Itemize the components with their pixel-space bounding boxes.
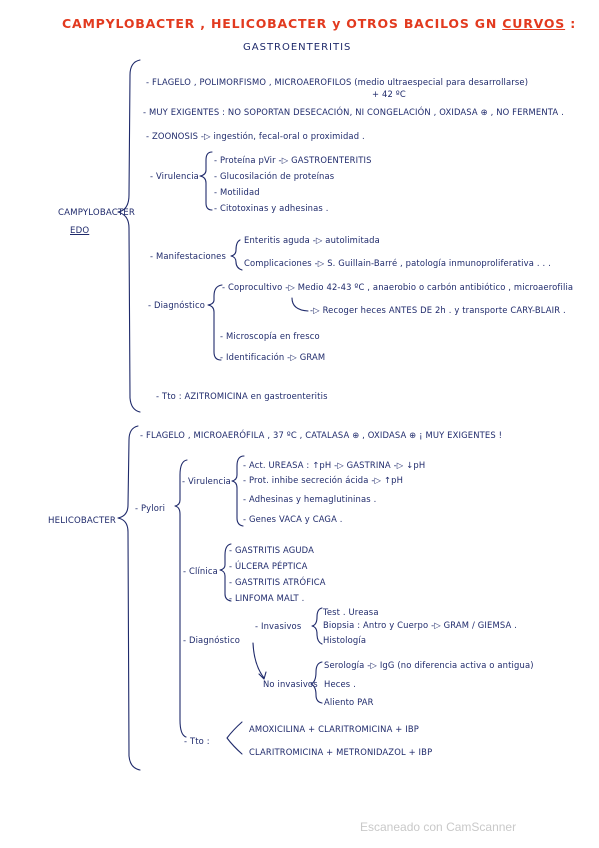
camp-diag-item-2: -▷ Recoger heces ANTES DE 2h . y transpo… [310,305,566,315]
hel-cli-item-2: - ÚLCERA PÉPTICA [229,561,308,571]
hel-diagnostico-arrow [252,642,265,679]
hel-invasivos-brace [311,607,323,645]
hel-vir-item-4: - Genes VACA y CAGA . [243,514,343,524]
campylobacter-label: CAMPYLOBACTER [58,208,136,218]
camp-diag-item-4: - Identificación -▷ GRAM [220,352,326,362]
hel-vir-item-1: - Act. UREASA : ↑pH -▷ GASTRINA -▷ ↓pH [243,460,426,470]
camp-vir-item-4: - Citotoxinas y adhesinas . [214,203,329,213]
hel-tto-item-2: CLARITROMICINA + METRONIDAZOL + IBP [249,747,433,757]
camp-zoonosis-line: - ZOONOSIS -▷ ingestión, fecal-oral o pr… [146,131,365,141]
hel-inv-item-3: Histología [323,635,367,645]
camp-man-item-2: Complicaciones -▷ S. Guillain-Barré , pa… [244,258,551,268]
hel-diagnostico-label: - Diagnóstico [183,635,240,645]
camp-tto-line: - Tto : AZITROMICINA en gastroenteritis [156,391,328,401]
hel-tto-label: - Tto : [184,736,210,746]
helicobacter-main-bracket [117,425,141,771]
camp-manifestaciones-label: - Manifestaciones [150,251,226,261]
hel-tto-item-1: AMOXICILINA + CLARITROMICINA + IBP [249,724,419,734]
hel-tto-brace [226,721,243,755]
camp-virulencia-brace [199,151,213,211]
document-title: CAMPYLOBACTER , HELICOBACTER y OTROS BAC… [62,16,576,31]
campylobacter-main-bracket [117,59,141,413]
title-part-1: CAMPYLOBACTER , HELICOBACTER y OTROS BAC… [62,16,503,31]
camp-diagnostico-brace [207,284,223,361]
camp-vir-item-2: - Glucosilación de proteínas [214,171,335,181]
hel-ni-item-3: Aliento PAR [324,697,374,707]
title-part-2: CURVOS [502,16,566,31]
hel-clinica-brace [219,543,232,602]
hel-cli-item-4: - LINFOMA MALT . [229,593,305,603]
hel-virulencia-brace [231,455,245,527]
camp-coprocultivo-arrow [291,297,309,312]
hel-inv-item-2: Biopsia : Antro y Cuerpo -▷ GRAM / GIEMS… [323,620,517,630]
camp-manifestaciones-brace [230,239,243,271]
hel-flagelo-line: - FLAGELO , MICROAERÓFILA , 37 ºC , CATA… [140,430,503,440]
helicobacter-label: HELICOBACTER [48,516,117,526]
camp-diag-item-3: - Microscopía en fresco [220,331,320,341]
hel-ni-item-2: Heces . [324,679,356,689]
hel-pylori-label: - Pylori [135,503,166,513]
camscanner-watermark: Escaneado con CamScanner [360,820,517,834]
hel-cli-item-3: - GASTRITIS ATRÓFICA [229,577,326,587]
camp-flagelo-line: - FLAGELO , POLIMORFISMO , MICROAEROFILO… [146,77,529,87]
camp-vir-item-1: - Proteína pVir -▷ GASTROENTERITIS [214,155,372,165]
hel-no-invasivos-brace [310,661,323,704]
hel-cli-item-1: - GASTRITIS AGUDA [229,545,314,555]
hel-virulencia-label: - Virulencia [182,476,231,486]
camp-man-item-1: Enteritis aguda -▷ autolimitada [244,235,380,245]
campylobacter-edo-label: EDO [70,226,90,236]
camp-diagnostico-label: - Diagnóstico [148,300,205,310]
camp-gastroenteritis-heading: GASTROENTERITIS [243,42,352,53]
hel-invasivos-label: - Invasivos [255,621,302,631]
camp-vir-item-3: - Motilidad [214,187,260,197]
camp-exigentes-line: - MUY EXIGENTES : NO SOPORTAN DESECACIÓN… [143,107,564,117]
hel-vir-item-3: - Adhesinas y hemaglutininas . [243,494,377,504]
hel-no-invasivos-label: No invasivos [263,679,318,689]
hel-pylori-brace [174,459,188,738]
hel-vir-item-2: - Prot. inhibe secreción ácida -▷ ↑pH [243,475,404,485]
hel-ni-item-1: Serología -▷ IgG (no diferencia activa o… [324,660,534,670]
title-part-3: : [565,16,577,31]
hel-diagnostico-arrowhead [258,671,267,680]
hel-inv-item-1: Test . Ureasa [323,607,379,617]
hel-clinica-label: - Clínica [183,566,218,576]
camp-virulencia-label: - Virulencia [150,171,199,181]
camp-flagelo-temp: + 42 ºC [372,89,406,99]
camp-diag-item-1: - Coprocultivo -▷ Medio 42-43 ºC , anaer… [222,282,574,292]
